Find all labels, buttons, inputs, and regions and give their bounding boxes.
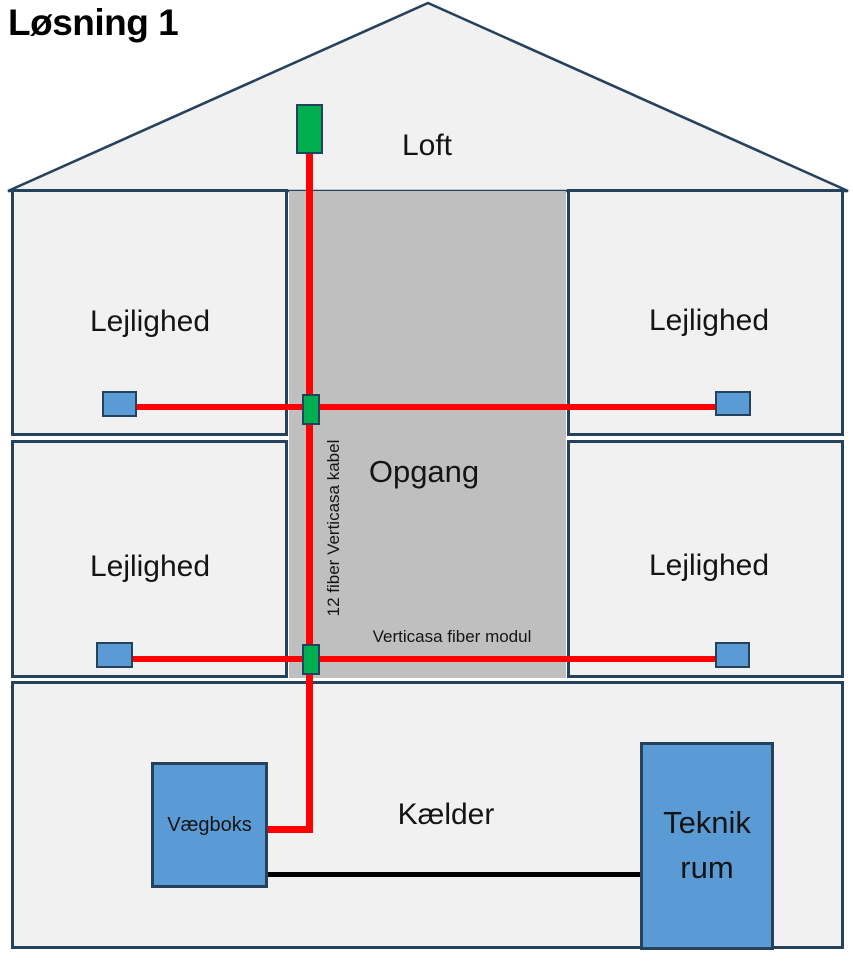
outlet-f2-left (96, 642, 133, 668)
apartment-f1-left (11, 189, 288, 436)
lejlighed-f2-right-label: Lejlighed (648, 549, 770, 582)
opgang-shaft (289, 191, 566, 678)
teknik-rum-box: Teknik rum (640, 742, 774, 950)
fiber-module-label: Verticasa fiber modul (372, 627, 532, 646)
lejlighed-f1-right-label: Lejlighed (648, 304, 770, 337)
vaegboks-box: Vægboks (151, 762, 268, 888)
opgang-label: Opgang (368, 454, 480, 489)
vaegboks-label: Vægboks (167, 813, 252, 836)
outlet-f1-left (102, 391, 137, 417)
page-title: Løsning 1 (8, 2, 179, 43)
riser-cable-line (306, 153, 313, 833)
lejlighed-f2-left-label: Lejlighed (89, 550, 211, 583)
lejlighed-f1-left-label: Lejlighed (89, 305, 211, 338)
f2-distribution-line (131, 656, 718, 662)
teknik-rum-label: Teknik rum (663, 805, 751, 885)
kaelder-label: Kælder (397, 798, 495, 831)
basement-cable-elbow (264, 826, 313, 833)
f2-fiber-module (302, 644, 320, 675)
apartment-f2-right (567, 440, 844, 678)
f1-distribution-line (135, 404, 717, 410)
loft-label: Loft (401, 129, 453, 162)
riser-cable-label: 12 fiber Verticasa kabel (324, 439, 343, 617)
loft-fiber-module (296, 104, 323, 154)
apartment-f2-left (11, 440, 288, 678)
outlet-f2-right (715, 642, 750, 668)
f1-fiber-module (302, 394, 320, 425)
feeder-cable-line (267, 872, 641, 877)
outlet-f1-right (715, 391, 751, 416)
apartment-f1-right (567, 189, 844, 436)
